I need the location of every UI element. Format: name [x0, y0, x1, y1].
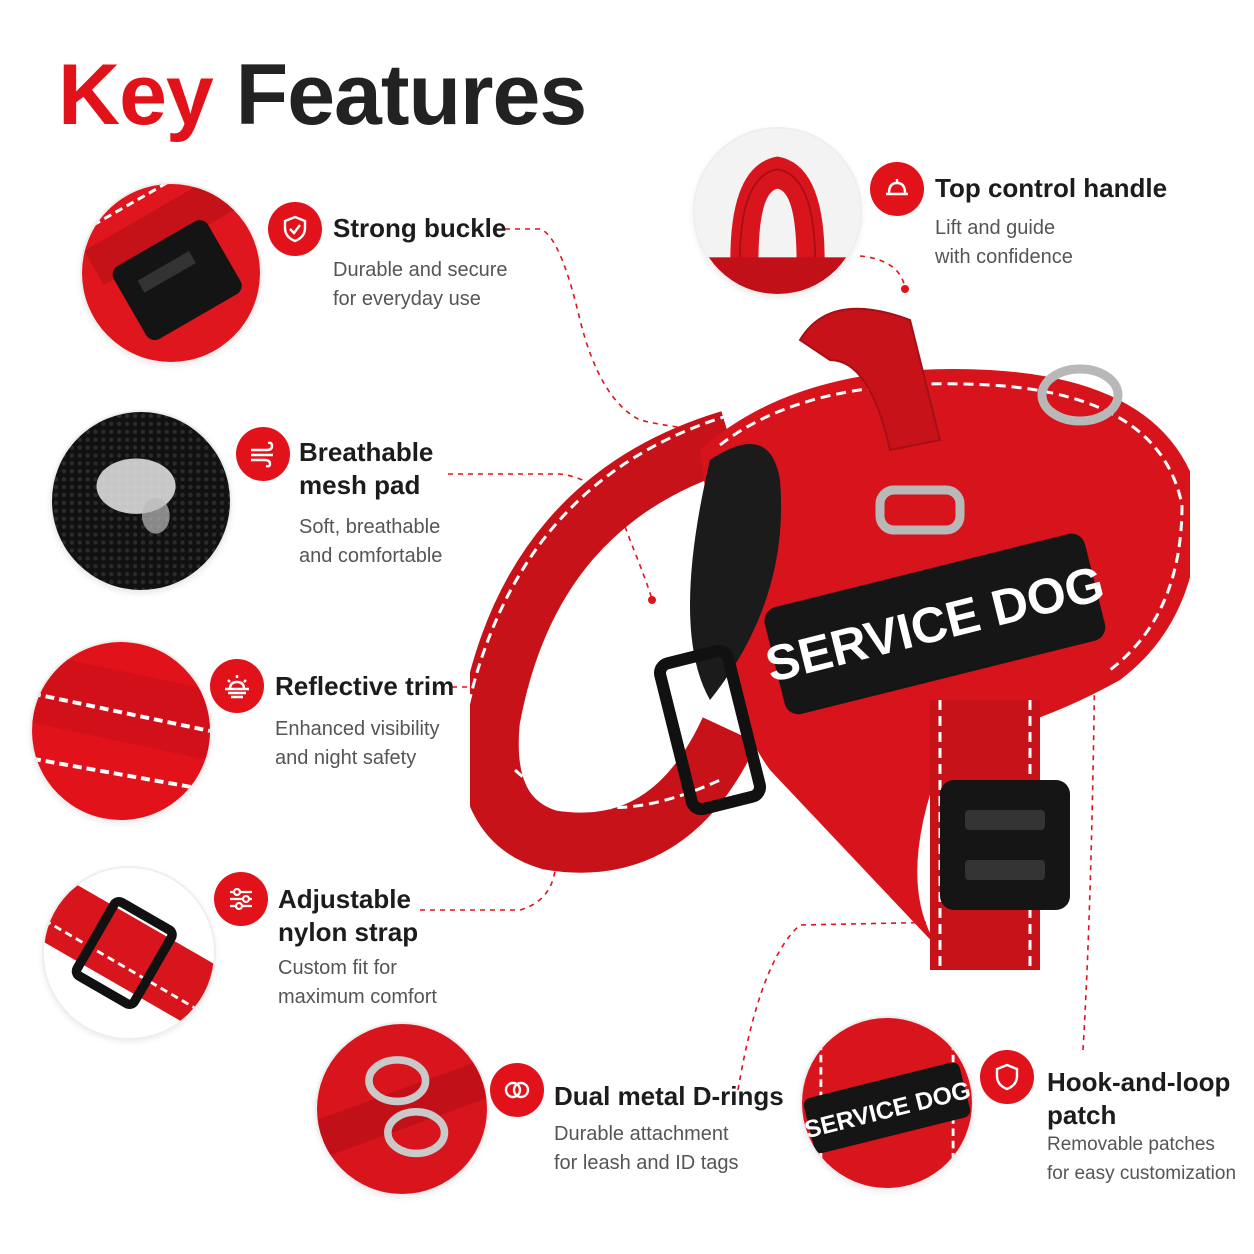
- desc-line: Lift and guide: [935, 217, 1056, 239]
- desc-line: for everyday use: [333, 288, 481, 310]
- title-line: Breathable: [299, 437, 434, 467]
- desc-line: Enhanced visibility: [275, 718, 440, 740]
- title-features: Features: [235, 47, 587, 143]
- sliders-icon: [230, 887, 252, 911]
- chest-strap: [470, 411, 758, 873]
- feature-icon-drings: [490, 1063, 544, 1117]
- feature-icon-handle: [870, 162, 924, 216]
- circle-drings-closeup: [315, 1022, 489, 1196]
- desc-line: and night safety: [275, 747, 417, 769]
- d-ring-top: [1037, 364, 1123, 426]
- desc-line: maximum comfort: [278, 986, 437, 1008]
- title-line: Adjustable: [278, 884, 411, 914]
- wind-icon: [251, 441, 274, 468]
- circle-mesh-closeup: [50, 410, 232, 592]
- feature-title-strap: Adjustable nylon strap: [278, 883, 558, 949]
- side-buckle: [940, 780, 1070, 910]
- feature-icon-reflective: [210, 659, 264, 713]
- shield-icon: [283, 215, 307, 243]
- feature-icon-buckle: [268, 202, 322, 256]
- feature-desc-drings: Durable attachment for leash and ID tags: [554, 1120, 814, 1178]
- feature-icon-strap: [214, 872, 268, 926]
- title-line: nylon strap: [278, 917, 419, 947]
- leader-handle: [859, 255, 906, 289]
- rings-icon: [504, 1081, 530, 1099]
- circle-reflective-closeup: [30, 640, 212, 822]
- circle-strap-closeup: [42, 866, 216, 1040]
- shield-badge-icon: [995, 1063, 1019, 1091]
- desc-line: with confidence: [935, 246, 1073, 268]
- feature-title-reflective: Reflective trim: [275, 671, 455, 701]
- title-line: patch: [1047, 1100, 1117, 1130]
- feature-desc-strap: Custom fit for maximum comfort: [278, 954, 538, 1012]
- page-title: Key Features: [58, 52, 587, 138]
- feature-desc-buckle: Durable and secure for everyday use: [333, 256, 593, 314]
- feature-icon-patch: [980, 1050, 1034, 1104]
- d-ring-loop: [875, 485, 965, 535]
- harness-image: SERVICE DOG: [470, 307, 1190, 970]
- feature-desc-patch: Removable patches for easy customization: [1047, 1130, 1247, 1188]
- desc-line: Durable attachment: [554, 1123, 729, 1145]
- circle-handle-closeup: [693, 127, 862, 296]
- circle-buckle-closeup: [80, 182, 262, 364]
- sunrise-icon: [225, 675, 249, 699]
- feature-title-drings: Dual metal D-rings: [554, 1081, 784, 1111]
- mesh-pad: [690, 444, 782, 700]
- feature-title-buckle: Strong buckle: [333, 213, 507, 243]
- desc-line: for leash and ID tags: [554, 1152, 739, 1174]
- desc-line: Soft, breathable: [299, 516, 441, 538]
- feature-title-handle: Top control handle: [935, 173, 1168, 203]
- desc-line: for easy customization: [1047, 1163, 1237, 1184]
- desc-line: Durable and secure: [333, 259, 508, 281]
- feature-desc-handle: Lift and guide with confidence: [935, 214, 1195, 272]
- service-dog-patch: [764, 533, 1106, 715]
- desc-line: Custom fit for: [278, 957, 397, 979]
- desc-line: Removable patches: [1047, 1134, 1215, 1155]
- title-line: mesh pad: [299, 470, 421, 500]
- dot-handle: [901, 285, 909, 293]
- feature-title-patch: Hook-and-loop patch: [1047, 1066, 1247, 1132]
- desc-line: and comfortable: [299, 545, 443, 567]
- circle-patch-closeup: SERVICE DOG: [800, 1016, 974, 1190]
- handle-icon: [886, 179, 908, 196]
- feature-desc-mesh: Soft, breathable and comfortable: [299, 513, 559, 571]
- title-line: Hook-and-loop: [1047, 1067, 1231, 1097]
- feature-title-mesh: Breathable mesh pad: [299, 436, 579, 502]
- strap-slider: [654, 644, 766, 816]
- title-key: Key: [58, 47, 214, 143]
- feature-icon-mesh: [236, 427, 290, 481]
- top-handle: [798, 307, 942, 452]
- feature-desc-reflective: Enhanced visibility and night safety: [275, 715, 535, 773]
